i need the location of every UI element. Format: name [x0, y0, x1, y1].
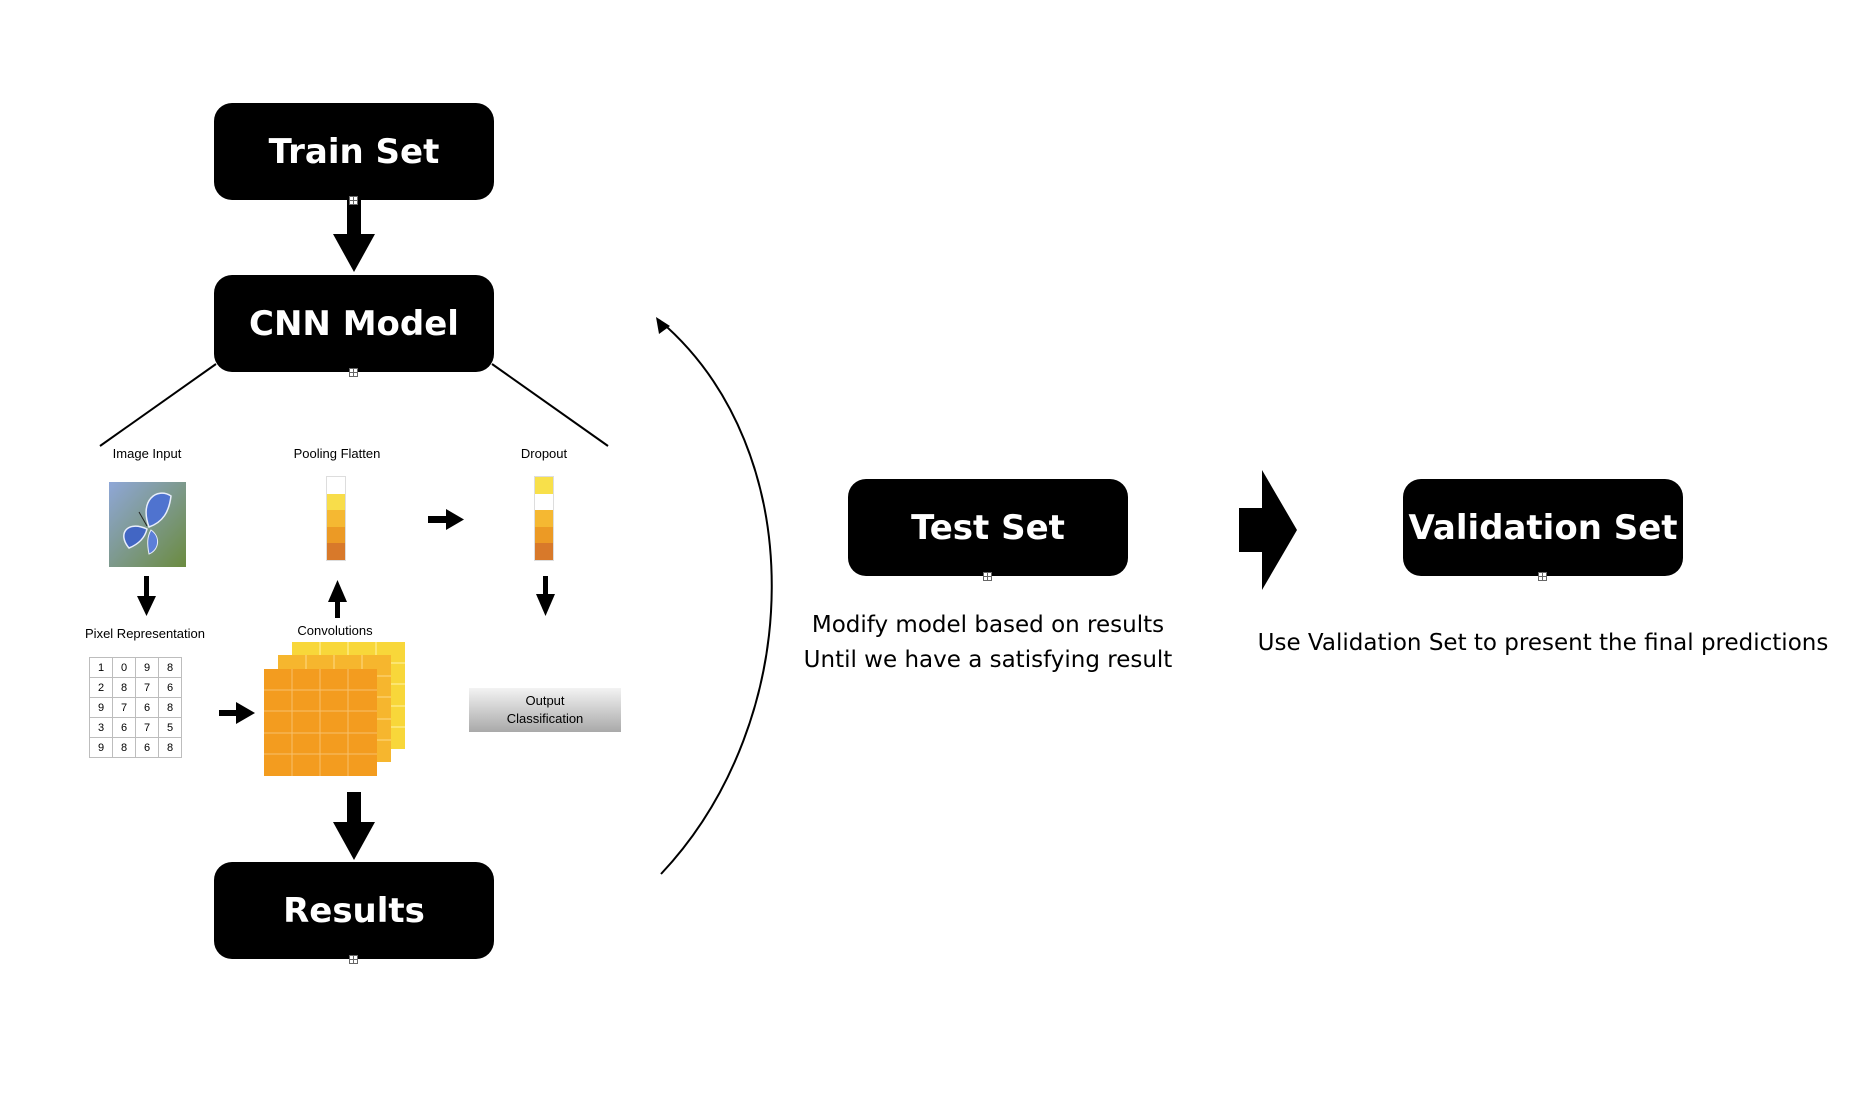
pixel-cell: 7 [112, 697, 136, 718]
cnn-model-handle[interactable] [349, 368, 358, 377]
train-set-label: Train Set [268, 131, 440, 172]
pixel-cell: 9 [89, 737, 113, 758]
dropout-label: Dropout [520, 446, 568, 461]
train-set-box: Train Set [214, 103, 494, 200]
convolution-stack [264, 642, 405, 776]
pixel-row: 1 0 9 8 [89, 657, 182, 678]
pixel-cell: 8 [158, 697, 182, 718]
results-box: Results [214, 862, 494, 959]
arrow-conv-to-results [333, 792, 375, 860]
pixel-row: 9 8 6 8 [89, 737, 182, 758]
test-set-handle[interactable] [983, 572, 992, 581]
pixel-cell: 3 [89, 717, 113, 738]
train-set-handle[interactable] [349, 196, 358, 205]
pixel-cell: 7 [135, 677, 159, 698]
pixel-cell: 8 [158, 657, 182, 678]
pixel-row: 3 6 7 5 [89, 717, 182, 738]
cnn-model-box: CNN Model [214, 275, 494, 372]
output-label-line1: Output [525, 693, 565, 708]
pixel-cell: 8 [158, 737, 182, 758]
arrow-dropout-to-output [536, 576, 555, 616]
pixel-cell: 2 [89, 677, 113, 698]
pixel-cell: 6 [112, 717, 136, 738]
pixel-cell: 6 [135, 737, 159, 758]
convolutions-label: Convolutions [297, 623, 373, 638]
butterfly-image [109, 482, 186, 567]
pixel-representation-label: Pixel Representation [85, 626, 205, 641]
validation-set-handle[interactable] [1538, 572, 1547, 581]
validation-set-label: Validation Set [1408, 507, 1678, 548]
test-set-box: Test Set [848, 479, 1128, 576]
results-label: Results [283, 890, 425, 931]
arrow-image-to-pixels [137, 576, 156, 616]
pixel-cell: 9 [89, 697, 113, 718]
pixel-cell: 8 [112, 677, 136, 698]
detail-line-right [491, 363, 609, 447]
pixel-cell: 5 [158, 717, 182, 738]
pixel-row: 2 8 7 6 [89, 677, 182, 698]
image-input-label: Image Input [112, 446, 182, 461]
dropout-bar [534, 476, 554, 561]
arrow-conv-to-pooling [328, 580, 347, 618]
pixel-cell: 1 [89, 657, 113, 678]
arrow-train-to-cnn [333, 200, 375, 272]
pixel-cell: 9 [135, 657, 159, 678]
pooling-flatten-bar [326, 476, 346, 561]
conv-layer-front [264, 669, 377, 776]
validation-caption: Use Validation Set to present the final … [1257, 630, 1829, 656]
feedback-arc [658, 319, 773, 875]
cnn-model-label: CNN Model [249, 303, 459, 344]
detail-line-left [99, 363, 217, 447]
feedback-arc-arrowhead [656, 317, 670, 334]
pixel-grid: 1 0 9 8 2 8 7 6 9 7 6 8 3 6 7 5 9 8 6 8 [89, 657, 182, 758]
pooling-flatten-label: Pooling Flatten [293, 446, 381, 461]
test-set-caption: Modify model based on results Until we h… [798, 608, 1178, 678]
results-handle[interactable] [349, 955, 358, 964]
output-label-line2: Classification [506, 711, 584, 726]
test-caption-line2: Until we have a satisfying result [803, 647, 1173, 673]
pixel-cell: 8 [112, 737, 136, 758]
pixel-cell: 0 [112, 657, 136, 678]
arrow-test-to-validation [1239, 470, 1297, 590]
pixel-cell: 7 [135, 717, 159, 738]
pixel-row: 9 7 6 8 [89, 697, 182, 718]
arrow-pixels-to-conv [219, 702, 255, 724]
pixel-cell: 6 [158, 677, 182, 698]
output-classification-box: Output Classification [469, 688, 621, 732]
arrow-pooling-to-dropout [428, 509, 464, 530]
pixel-cell: 6 [135, 697, 159, 718]
test-set-label: Test Set [911, 507, 1065, 548]
validation-set-box: Validation Set [1403, 479, 1683, 576]
test-caption-line1: Modify model based on results [811, 612, 1165, 638]
